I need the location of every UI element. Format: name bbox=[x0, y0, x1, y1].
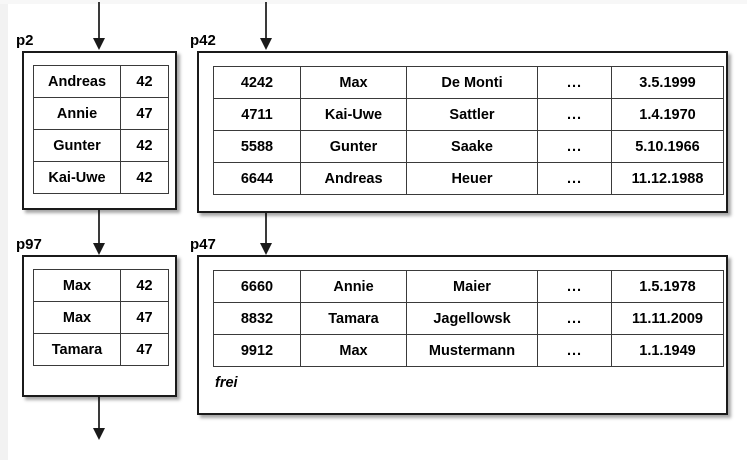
cell-lastname: Sattler bbox=[406, 98, 538, 131]
cell-date: 11.12.1988 bbox=[611, 162, 724, 195]
free-space-label: frei bbox=[215, 375, 238, 391]
cell-date: 11.11.2009 bbox=[611, 302, 724, 335]
cell-date: 1.1.1949 bbox=[611, 334, 724, 367]
cell-ellipsis: ... bbox=[537, 334, 612, 367]
cell-lastname: Saake bbox=[406, 130, 538, 163]
page-box-p42[interactable]: 4242 Max De Monti ... 3.5.1999 4711 Kai-… bbox=[197, 51, 728, 213]
bucket-key: Kai-Uwe bbox=[33, 161, 121, 194]
page-box-p2[interactable]: Andreas 42 Annie 47 Gunter 42 Kai-Uwe 42 bbox=[22, 51, 177, 210]
bucket-value: 42 bbox=[120, 161, 169, 194]
bucket-table-p2: Andreas 42 Annie 47 Gunter 42 Kai-Uwe 42 bbox=[33, 65, 169, 194]
cell-id: 9912 bbox=[213, 334, 301, 367]
bucket-key: Andreas bbox=[33, 65, 121, 98]
page-label-p47: p47 bbox=[190, 236, 216, 253]
cell-id: 4242 bbox=[213, 66, 301, 99]
data-table-p47: 6660 Annie Maier ... 1.5.1978 8832 Tamar… bbox=[213, 270, 724, 367]
bucket-value: 47 bbox=[120, 333, 169, 366]
page-box-p97[interactable]: Max 42 Max 47 Tamara 47 bbox=[22, 255, 177, 397]
cell-id: 6660 bbox=[213, 270, 301, 303]
cell-firstname: Gunter bbox=[300, 130, 407, 163]
cell-lastname: Heuer bbox=[406, 162, 538, 195]
table-row[interactable]: 6660 Annie Maier ... 1.5.1978 bbox=[213, 270, 724, 303]
bucket-value: 42 bbox=[120, 269, 169, 302]
bucket-key: Max bbox=[33, 301, 121, 334]
cell-date: 1.5.1978 bbox=[611, 270, 724, 303]
cell-id: 6644 bbox=[213, 162, 301, 195]
left-gutter bbox=[0, 0, 8, 460]
bucket-table-p97: Max 42 Max 47 Tamara 47 bbox=[33, 269, 169, 366]
bucket-value: 42 bbox=[120, 65, 169, 98]
cell-lastname: De Monti bbox=[406, 66, 538, 99]
cell-id: 5588 bbox=[213, 130, 301, 163]
page-label-p2: p2 bbox=[16, 32, 34, 49]
table-row[interactable]: Andreas 42 bbox=[33, 65, 169, 98]
arrow-p42-to-p47 bbox=[259, 213, 273, 255]
page-label-p97: p97 bbox=[16, 236, 42, 253]
bucket-key: Tamara bbox=[33, 333, 121, 366]
table-row[interactable]: 4711 Kai-Uwe Sattler ... 1.4.1970 bbox=[213, 98, 724, 131]
cell-firstname: Max bbox=[300, 66, 407, 99]
cell-ellipsis: ... bbox=[537, 162, 612, 195]
bucket-key: Annie bbox=[33, 97, 121, 130]
cell-firstname: Tamara bbox=[300, 302, 407, 335]
cell-date: 3.5.1999 bbox=[611, 66, 724, 99]
bucket-key: Max bbox=[33, 269, 121, 302]
cell-ellipsis: ... bbox=[537, 130, 612, 163]
arrow-into-p42 bbox=[259, 2, 273, 50]
cell-lastname: Jagellowsk bbox=[406, 302, 538, 335]
top-gutter bbox=[0, 0, 747, 4]
page-box-p47[interactable]: 6660 Annie Maier ... 1.5.1978 8832 Tamar… bbox=[197, 255, 728, 415]
cell-date: 1.4.1970 bbox=[611, 98, 724, 131]
table-row[interactable]: 6644 Andreas Heuer ... 11.12.1988 bbox=[213, 162, 724, 195]
table-row[interactable]: Max 47 bbox=[33, 301, 169, 334]
cell-lastname: Mustermann bbox=[406, 334, 538, 367]
cell-firstname: Annie bbox=[300, 270, 407, 303]
table-row[interactable]: 5588 Gunter Saake ... 5.10.1966 bbox=[213, 130, 724, 163]
data-table-p42: 4242 Max De Monti ... 3.5.1999 4711 Kai-… bbox=[213, 66, 724, 195]
cell-firstname: Andreas bbox=[300, 162, 407, 195]
cell-firstname: Kai-Uwe bbox=[300, 98, 407, 131]
arrow-p2-to-p97 bbox=[92, 210, 106, 255]
table-row[interactable]: Kai-Uwe 42 bbox=[33, 161, 169, 194]
cell-ellipsis: ... bbox=[537, 98, 612, 131]
bucket-value: 47 bbox=[120, 97, 169, 130]
table-row[interactable]: 8832 Tamara Jagellowsk ... 11.11.2009 bbox=[213, 302, 724, 335]
table-row[interactable]: Tamara 47 bbox=[33, 333, 169, 366]
arrow-out-of-p97 bbox=[92, 397, 106, 440]
bucket-value: 47 bbox=[120, 301, 169, 334]
table-row[interactable]: Gunter 42 bbox=[33, 129, 169, 162]
cell-ellipsis: ... bbox=[537, 302, 612, 335]
cell-ellipsis: ... bbox=[537, 270, 612, 303]
cell-date: 5.10.1966 bbox=[611, 130, 724, 163]
cell-firstname: Max bbox=[300, 334, 407, 367]
bucket-value: 42 bbox=[120, 129, 169, 162]
cell-lastname: Maier bbox=[406, 270, 538, 303]
bucket-key: Gunter bbox=[33, 129, 121, 162]
table-row[interactable]: Annie 47 bbox=[33, 97, 169, 130]
table-row[interactable]: 9912 Max Mustermann ... 1.1.1949 bbox=[213, 334, 724, 367]
page-label-p42: p42 bbox=[190, 32, 216, 49]
cell-id: 4711 bbox=[213, 98, 301, 131]
table-row[interactable]: Max 42 bbox=[33, 269, 169, 302]
cell-id: 8832 bbox=[213, 302, 301, 335]
arrow-into-p2 bbox=[92, 2, 106, 50]
cell-ellipsis: ... bbox=[537, 66, 612, 99]
table-row[interactable]: 4242 Max De Monti ... 3.5.1999 bbox=[213, 66, 724, 99]
